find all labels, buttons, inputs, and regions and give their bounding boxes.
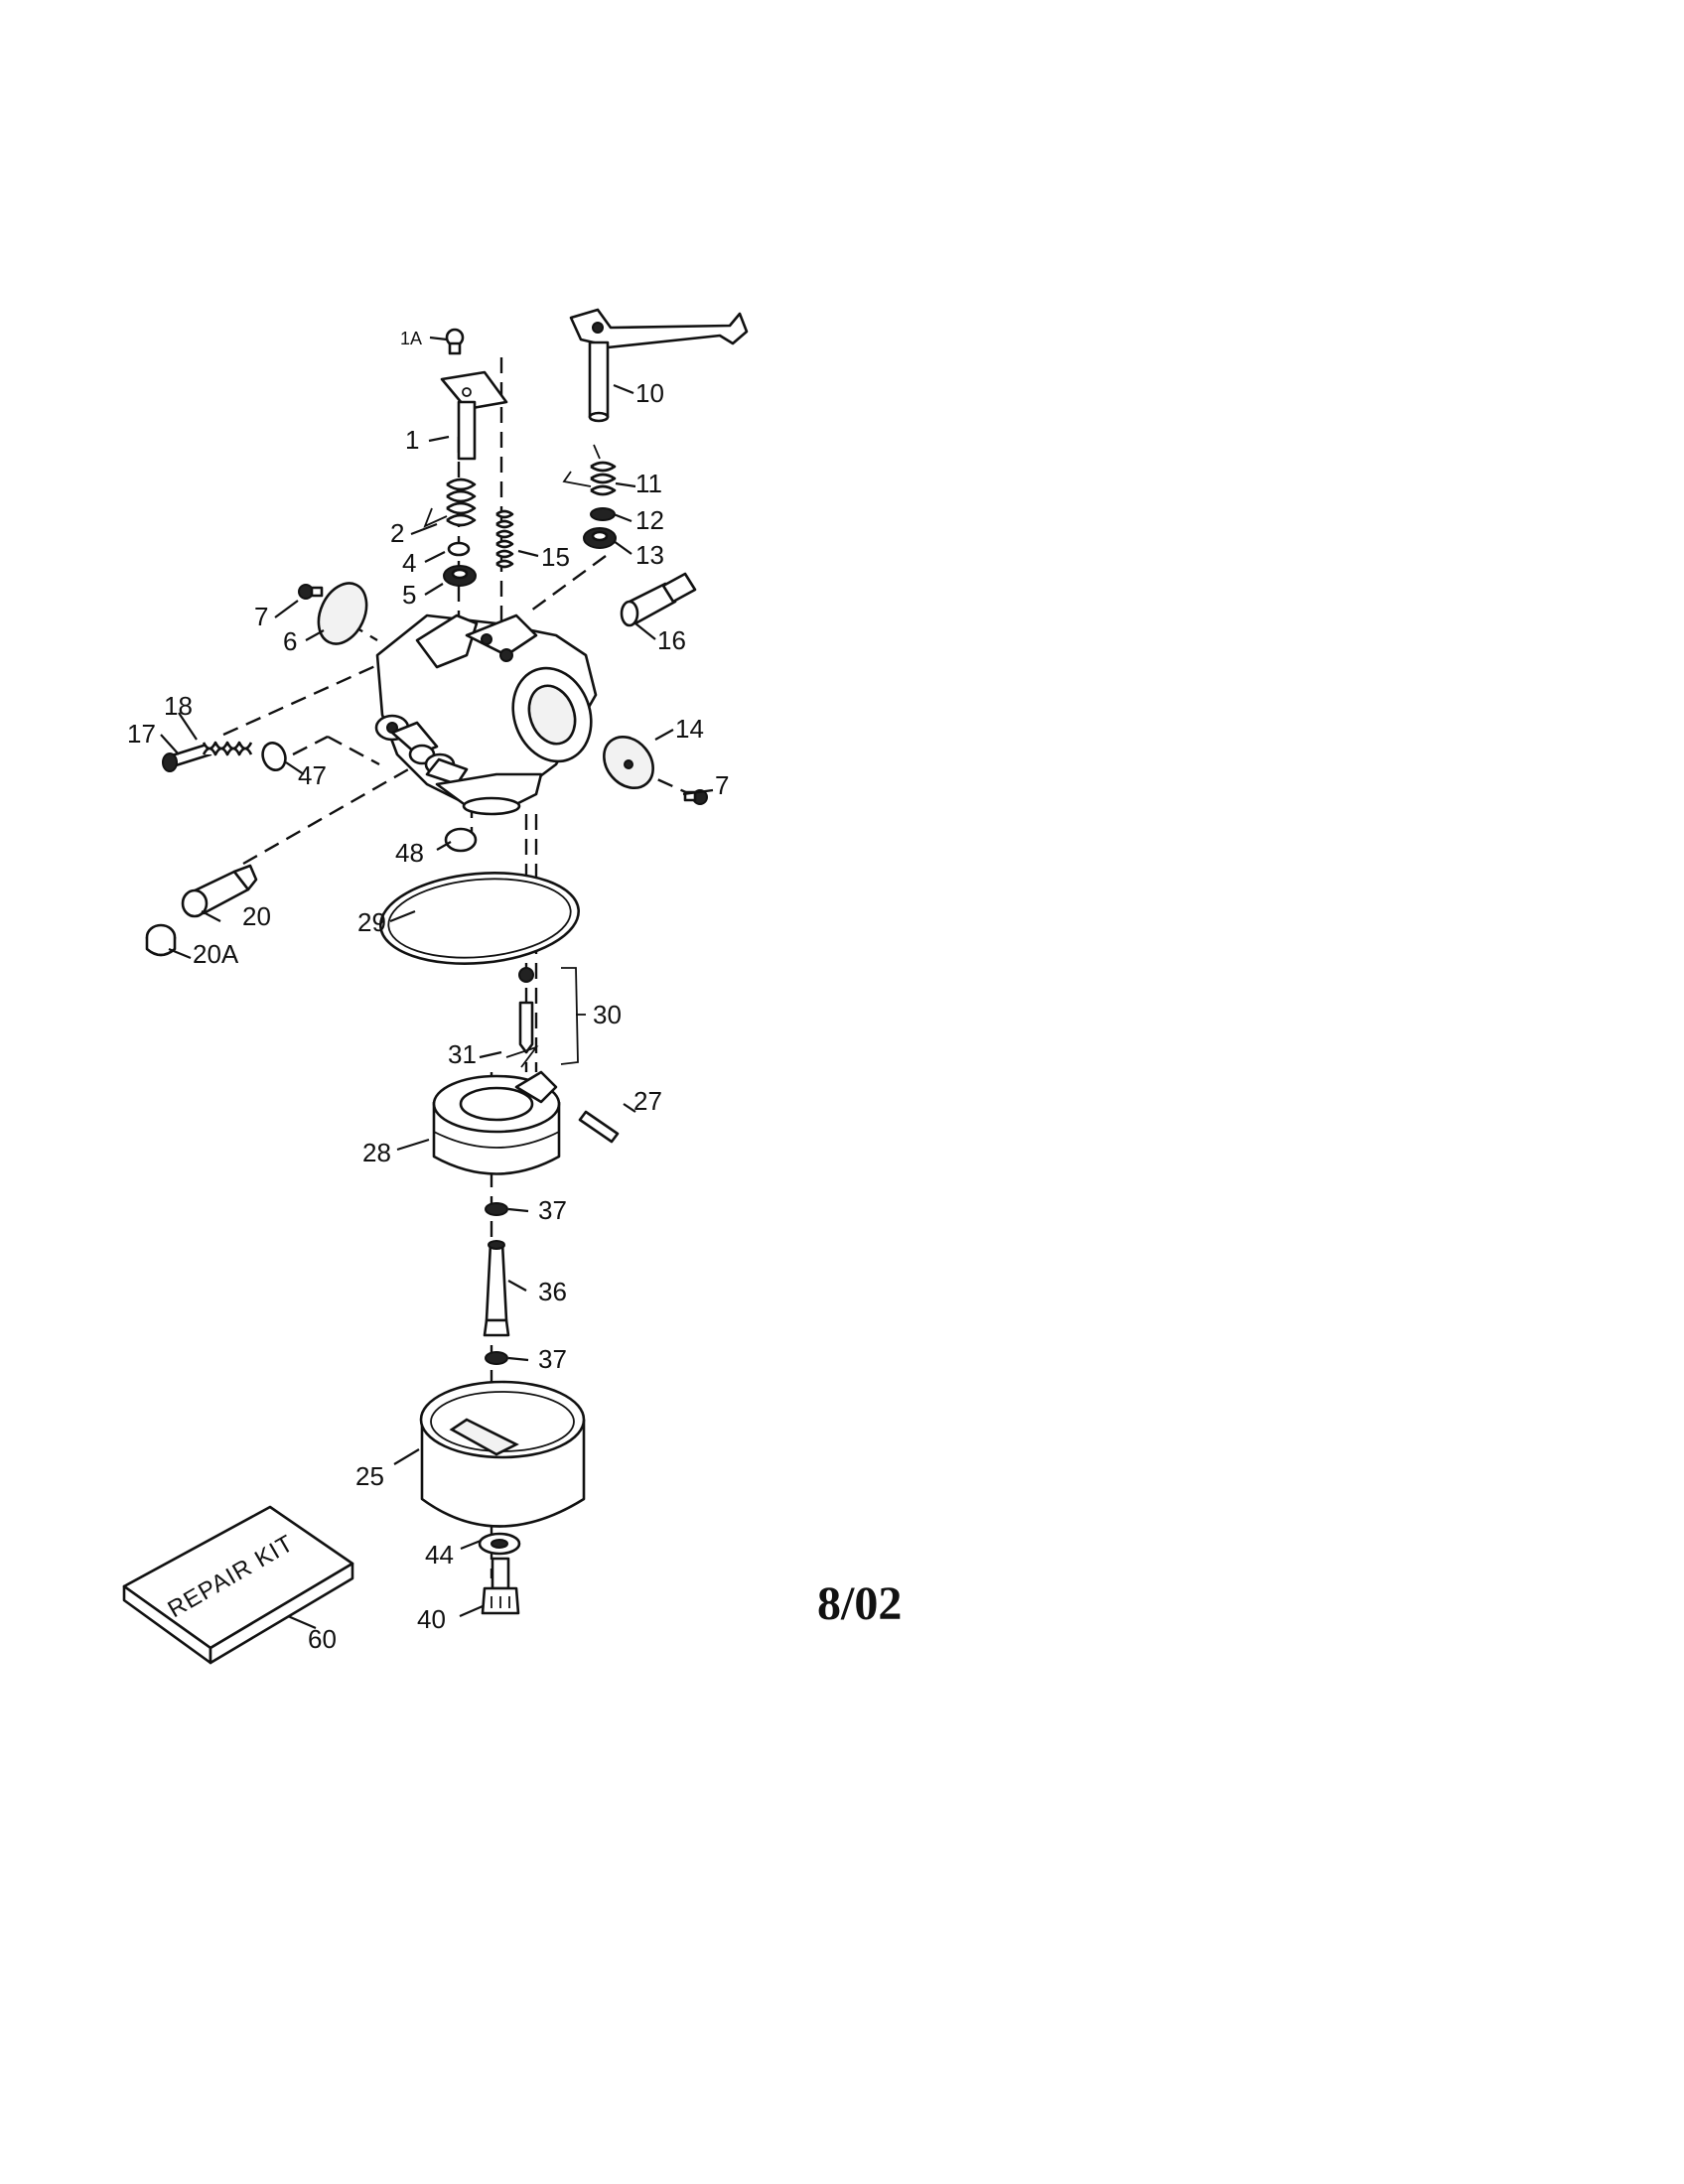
part-1-choke-shaft [440,370,508,461]
callout-2: 2 [390,518,404,548]
callout-17: 17 [127,719,156,749]
part-31-clip [505,1045,539,1068]
callout-13: 13 [635,540,664,570]
part-16-fuel-inlet-fitting [620,572,697,627]
part-36-nozzle [483,1240,510,1337]
part-14-throttle-plate [603,736,654,789]
callout-28: 28 [362,1138,391,1167]
part-13-seal [583,527,617,549]
callout-1a: 1A [400,329,422,348]
callout-60: 60 [308,1624,337,1654]
callout-25: 25 [355,1461,384,1491]
part-7-screw-upper [298,584,324,600]
date-stamp: 8/02 [817,1577,903,1630]
callout-16: 16 [657,625,686,655]
callout-27: 27 [633,1086,662,1116]
part-40-bowl-nut [481,1557,520,1615]
part-17-idle-screw [162,743,212,772]
carburetor-body [374,614,598,816]
leader-lines [160,336,714,1630]
part-1a-screw [445,328,465,355]
part-47-welch-plug [261,742,287,771]
callout-40: 40 [417,1604,446,1634]
callout-5: 5 [402,580,416,610]
part-20a-cap [145,923,177,957]
part-29-float-bowl-gasket [379,872,580,965]
callout-20: 20 [242,901,271,931]
part-6-choke-plate [317,582,368,645]
part-48-o-ring [444,827,478,853]
callout-30: 30 [593,1000,622,1029]
callout-29: 29 [357,907,386,937]
part-2-choke-spring [423,478,477,528]
callout-37-lower: 37 [538,1344,567,1374]
part-27-float-pin [578,1110,620,1144]
callout-31: 31 [448,1039,477,1069]
callout-11: 11 [635,469,662,498]
callout-7-upper: 7 [254,602,268,631]
callout-14: 14 [675,714,704,744]
part-18-idle-spring [202,741,253,756]
part-25-float-bowl [419,1380,586,1528]
callout-36: 36 [538,1277,567,1306]
callout-20a: 20A [193,939,239,969]
part-11-throttle-spring [562,444,617,496]
callout-12: 12 [635,505,664,535]
part-12-washer [590,507,616,521]
callout-7-lower: 7 [715,770,729,800]
callout-48: 48 [395,838,424,868]
callout-44: 44 [425,1540,454,1570]
callout-18: 18 [164,691,193,721]
part-37-washer-lower [485,1351,508,1365]
part-44-gasket [478,1532,521,1556]
part-37-washer-upper [485,1202,508,1216]
part-20-fuel-fitting [181,864,258,918]
part-5-seal [443,565,477,587]
callout-15: 15 [541,542,570,572]
part-15-spring [495,509,514,569]
callout-4: 4 [402,548,416,578]
callout-47: 47 [298,760,327,790]
part-10-throttle-shaft [569,308,749,423]
callout-10: 10 [635,378,664,408]
part-4-washer [447,541,471,557]
callout-6: 6 [283,626,297,656]
part-28-float [432,1070,561,1175]
callout-1: 1 [405,425,419,455]
part-30-needle-and-seat [518,967,586,1065]
callout-labels: 1A 1 2 4 5 6 7 10 11 12 13 14 15 16 17 1… [127,329,729,1654]
callout-37-upper: 37 [538,1195,567,1225]
